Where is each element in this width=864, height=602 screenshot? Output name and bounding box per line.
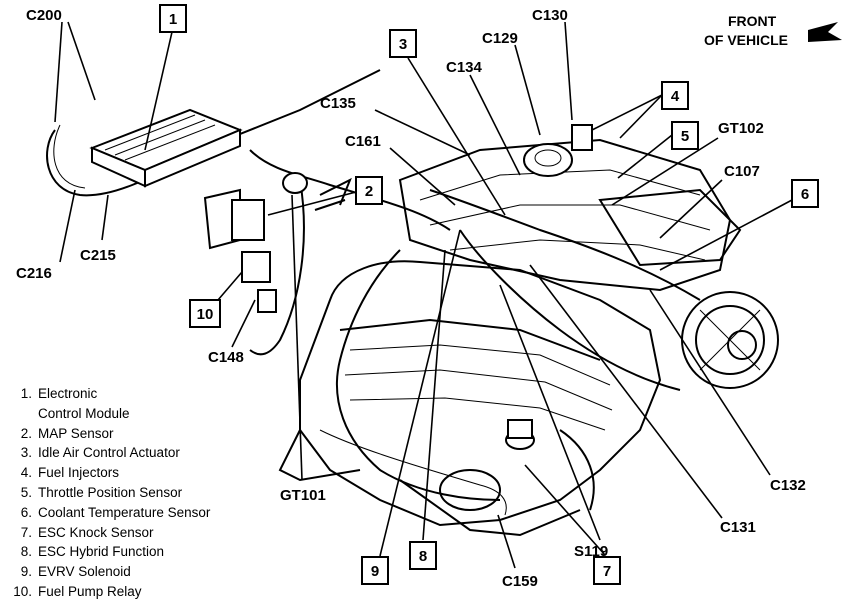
legend-number: 3.: [20, 445, 32, 461]
callout-3: 3: [389, 29, 417, 58]
legend-text: Electronic: [38, 386, 98, 401]
legend-number: [10, 404, 38, 424]
of-vehicle-label: OF VEHICLE: [704, 32, 788, 48]
legend-item: 6. Coolant Temperature Sensor: [10, 503, 270, 523]
svg-text:5: 5: [681, 128, 689, 145]
svg-text:2: 2: [365, 183, 373, 200]
legend-text: Coolant Temperature Sensor: [38, 504, 211, 520]
callout-5: 5: [671, 121, 699, 150]
legend-item: 10. Fuel Pump Relay: [10, 582, 270, 602]
svg-text:6: 6: [801, 186, 809, 203]
connector-label: C135: [320, 95, 356, 112]
leader-lines: [54, 21, 793, 569]
svg-text:7: 7: [603, 563, 611, 580]
connector-label: C159: [502, 573, 538, 590]
connector-label: C161: [345, 133, 381, 150]
legend-text: Fuel Injectors: [38, 465, 120, 481]
callout-9: 9: [361, 556, 389, 585]
connector-label: C216: [16, 265, 52, 282]
legend-number: 6.: [20, 504, 32, 520]
legend-text: Control Module: [38, 405, 130, 421]
legend-text: Throttle Position Sensor: [38, 484, 183, 500]
callout-boxes: 1 2 3 4 5 6 7 8: [159, 4, 819, 585]
legend-item: 4. Fuel Injectors: [10, 463, 270, 483]
legend-item: 9. EVRV Solenoid: [10, 562, 270, 582]
front-of-vehicle-indicator: FRONT OF VEHICLE: [704, 13, 842, 48]
connector-label: C107: [724, 163, 760, 180]
legend-text: Idle Air Control Actuator: [38, 445, 180, 461]
wiring-harness: [46, 69, 701, 516]
legend-number: 9.: [20, 564, 32, 580]
connector-label: GT102: [718, 120, 764, 137]
connector-label: C131: [720, 519, 756, 536]
ecm-module: [89, 108, 243, 188]
connector-label: S119: [574, 543, 608, 560]
legend-number: 1.: [20, 386, 32, 401]
connector-label: C200: [26, 7, 62, 24]
legend-number: 2.: [20, 425, 32, 441]
legend-text: ESC Hybrid Function: [38, 544, 165, 560]
legend-item: 3. Idle Air Control Actuator: [10, 443, 270, 463]
legend-item: 1. Electronic: [10, 384, 270, 404]
connector-label: C132: [770, 477, 806, 494]
callout-10: 10: [189, 299, 221, 328]
svg-text:1: 1: [169, 11, 177, 28]
callout-7: 7: [593, 556, 621, 585]
legend-item: 7. ESC Knock Sensor: [10, 523, 270, 543]
map-sensor: [282, 172, 352, 211]
legend-text: MAP Sensor: [38, 425, 114, 441]
svg-text:9: 9: [371, 563, 379, 580]
legend-text: EVRV Solenoid: [38, 564, 131, 580]
callout-1: 1: [159, 4, 187, 33]
arrow-right-icon: [808, 22, 842, 42]
callout-6: 6: [791, 179, 819, 208]
svg-text:8: 8: [419, 548, 427, 565]
svg-text:10: 10: [197, 306, 214, 323]
legend-text: Fuel Pump Relay: [38, 583, 142, 599]
legend-item: 2. MAP Sensor: [10, 424, 270, 444]
connector-label: C129: [482, 30, 518, 47]
legend-number: 10.: [13, 583, 32, 599]
connector-label: C148: [208, 349, 244, 366]
legend-number: 4.: [20, 465, 32, 481]
callout-8: 8: [409, 541, 437, 570]
connector-label: GT101: [280, 487, 326, 504]
legend-text: ESC Knock Sensor: [38, 524, 154, 540]
connector-label: C134: [446, 59, 483, 76]
legend-item: 5. Throttle Position Sensor: [10, 483, 270, 503]
callout-4: 4: [661, 81, 689, 110]
front-label: FRONT: [728, 13, 777, 29]
connector-label: C215: [80, 247, 116, 264]
connector-labels: C200 C130 C129 C134 C135 GT102 C161 C107…: [16, 7, 806, 590]
svg-text:3: 3: [399, 36, 407, 53]
engine-illustration: [278, 124, 779, 537]
svg-text:4: 4: [671, 88, 680, 105]
legend-number: 5.: [20, 484, 32, 500]
relay-block: [203, 188, 277, 313]
legend-number: 7.: [20, 524, 32, 540]
legend-item: Control Module: [10, 404, 270, 424]
legend-number: 8.: [20, 544, 32, 560]
callout-2: 2: [355, 176, 383, 205]
connector-label: C130: [532, 7, 568, 24]
legend-item: 8. ESC Hybrid Function: [10, 542, 270, 562]
